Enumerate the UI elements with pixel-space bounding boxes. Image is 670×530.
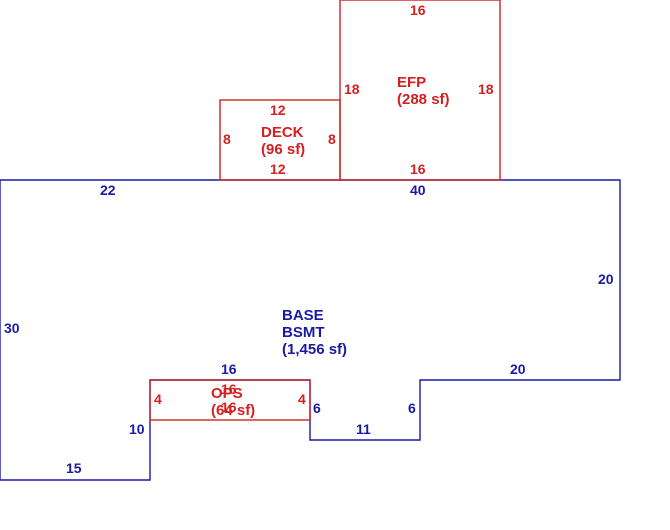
deck-name: DECK <box>261 124 304 141</box>
deck-dim-right: 8 <box>328 131 336 147</box>
ops-outline <box>149 379 311 421</box>
deck-outline <box>219 99 341 181</box>
ops-area: (64 sf) <box>211 402 255 419</box>
efp-dim-bottom: 16 <box>410 161 426 177</box>
ops-name-overlap: 16 <box>221 381 237 397</box>
base-dim-step-top: 20 <box>510 361 526 377</box>
efp-name: EFP <box>397 74 426 91</box>
base-dim-right: 20 <box>598 271 614 287</box>
ops-dim-right: 4 <box>298 391 306 407</box>
ops-dim-top: 16 <box>221 361 237 377</box>
deck-area: (96 sf) <box>261 141 305 158</box>
base-dim-step-left: 6 <box>313 400 321 416</box>
base-dim-top-right: 40 <box>410 182 426 198</box>
ops-dim-left: 4 <box>154 391 162 407</box>
base-dim-step-right: 6 <box>408 400 416 416</box>
ops-area-overlap: 16 <box>221 399 237 415</box>
base-area: (1,456 sf) <box>282 341 347 358</box>
deck-dim-left: 8 <box>223 131 231 147</box>
base-outline <box>0 179 621 481</box>
deck-dim-top: 12 <box>270 102 286 118</box>
base-dim-bottom-left: 15 <box>66 460 82 476</box>
efp-dim-left: 18 <box>344 81 360 97</box>
base-dim-top-left: 22 <box>100 182 116 198</box>
efp-dim-right: 18 <box>478 81 494 97</box>
ops-name: OPS <box>211 385 243 402</box>
efp-dim-top: 16 <box>410 2 426 18</box>
base-name-1: BASE <box>282 307 324 324</box>
efp-area: (288 sf) <box>397 91 450 108</box>
base-dim-left: 30 <box>4 320 20 336</box>
base-dim-lower-left: 10 <box>129 421 145 437</box>
base-name-2: BSMT <box>282 324 325 341</box>
deck-dim-bottom: 12 <box>270 161 286 177</box>
base-dim-notch-bottom: 11 <box>356 421 371 437</box>
efp-outline <box>339 0 501 181</box>
